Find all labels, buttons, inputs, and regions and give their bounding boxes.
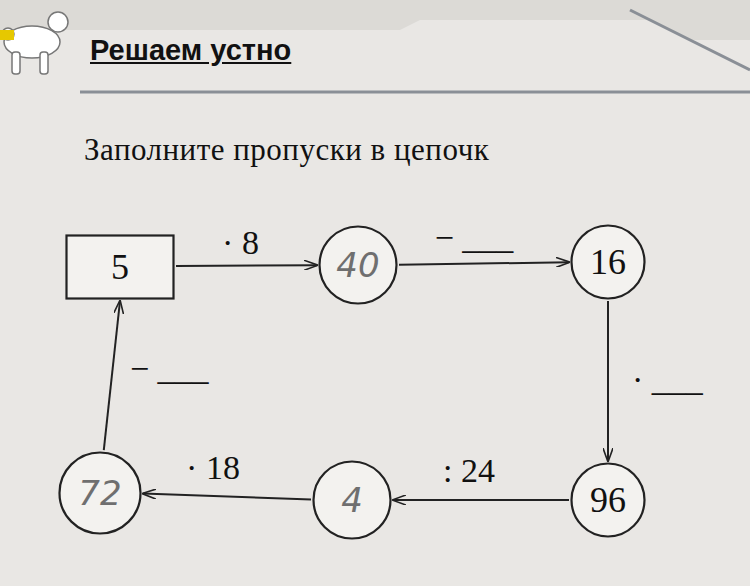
number-circle: 40 [318,225,398,305]
chain-arrow [143,494,311,500]
operation-label: · 18 [186,449,240,487]
dog-icon [2,12,68,74]
number-circle: 16 [570,224,646,300]
section-heading: Решаем устно [90,34,291,67]
node-number: 96 [590,479,626,521]
chain-arrow [104,301,120,450]
chain-arrow [176,264,317,267]
chain-arrow [393,499,569,501]
number-circle: 4 [312,460,392,540]
number-circle: 96 [570,462,646,538]
operation-label: − ___ [435,219,514,257]
handwritten-answer: 72 [78,473,121,513]
chain-arrow [607,301,609,461]
operation-label: − ___ [130,350,209,388]
operation-label: · 8 [222,224,259,262]
task-text: Заполните пропуски в цепочк [84,132,489,168]
operation-label: : 24 [443,452,495,490]
handwritten-answer: 40 [336,245,379,285]
start-box: 5 [65,234,175,300]
node-number: 16 [590,241,626,283]
node-number: 5 [111,246,129,288]
chain-arrow [399,262,569,265]
operation-label: · ___ [632,361,703,399]
handwritten-answer: 4 [341,480,363,520]
number-circle: 72 [58,451,142,535]
